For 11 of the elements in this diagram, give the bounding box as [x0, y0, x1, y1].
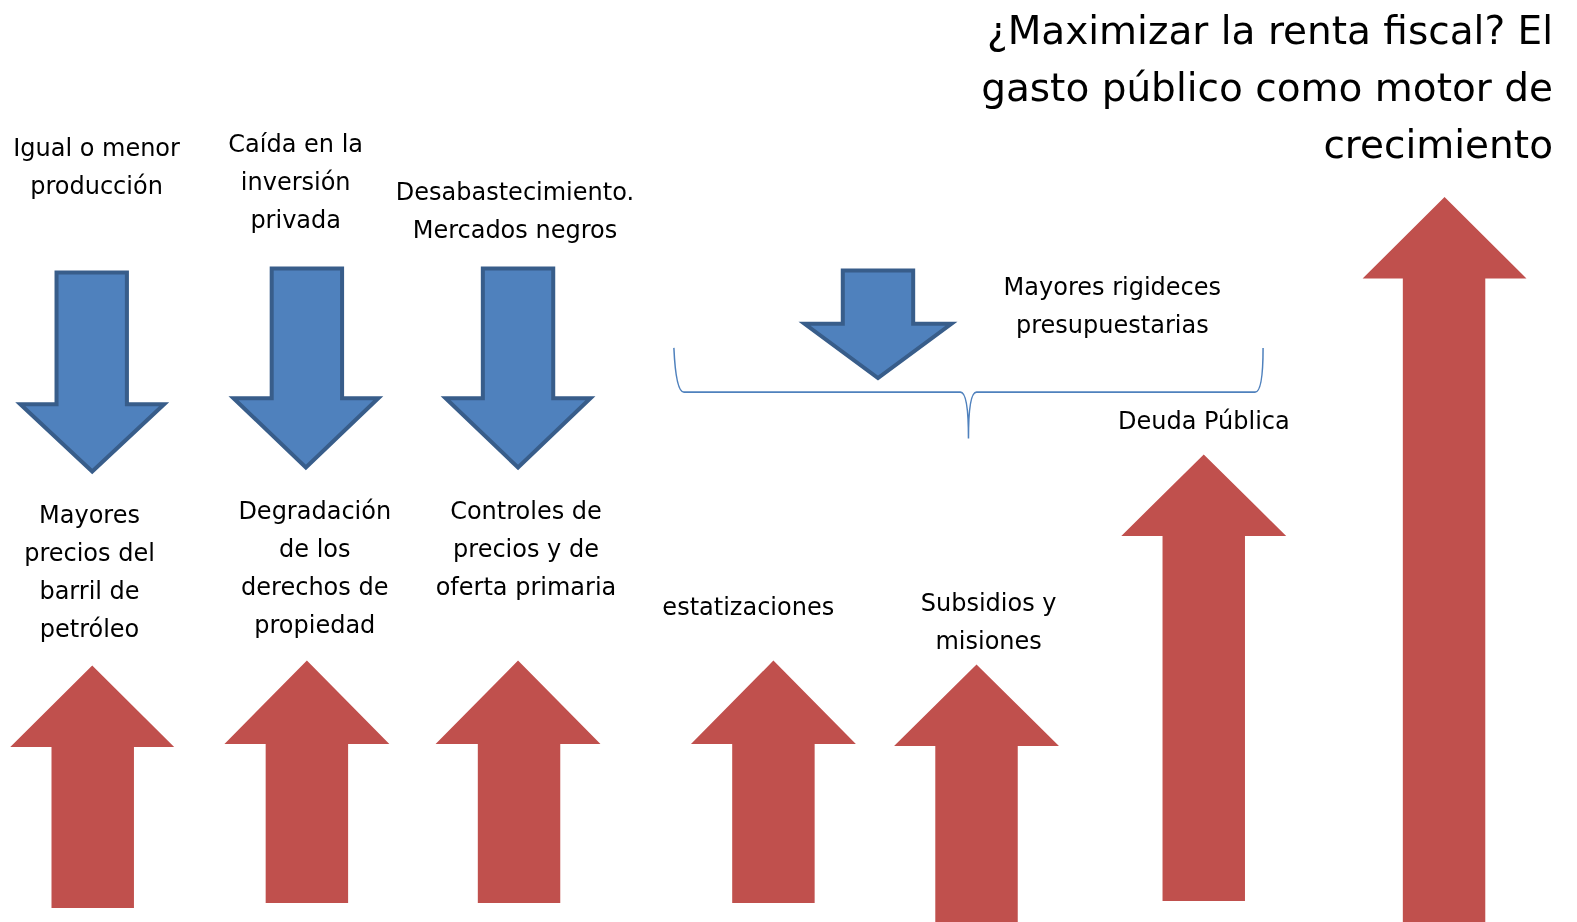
arrow-label: Mayores precios del barril de petróleo	[23, 499, 156, 645]
title: ¿Maximizar la renta fiscal? El gasto público como motor de crecimiento	[980, 7, 1553, 169]
arrow-label: Controles de precios y de oferta primaria	[434, 495, 618, 603]
arrow-label: Igual o menor producción	[12, 132, 181, 202]
arrow-label: Caída en la inversión privada	[227, 128, 365, 236]
arrow-label: Subsidios y misiones	[919, 588, 1058, 658]
arrow-label: Mayores rigideces presupuestarias	[1002, 271, 1223, 341]
arrow-label: Desabastecimiento. Mercados negros	[394, 177, 636, 246]
arrow-label: Degradación de los derechos de propiedad	[237, 495, 393, 641]
arrow-label: estatizaciones	[661, 592, 836, 624]
arrow-label: Deuda Pública	[1116, 406, 1291, 438]
